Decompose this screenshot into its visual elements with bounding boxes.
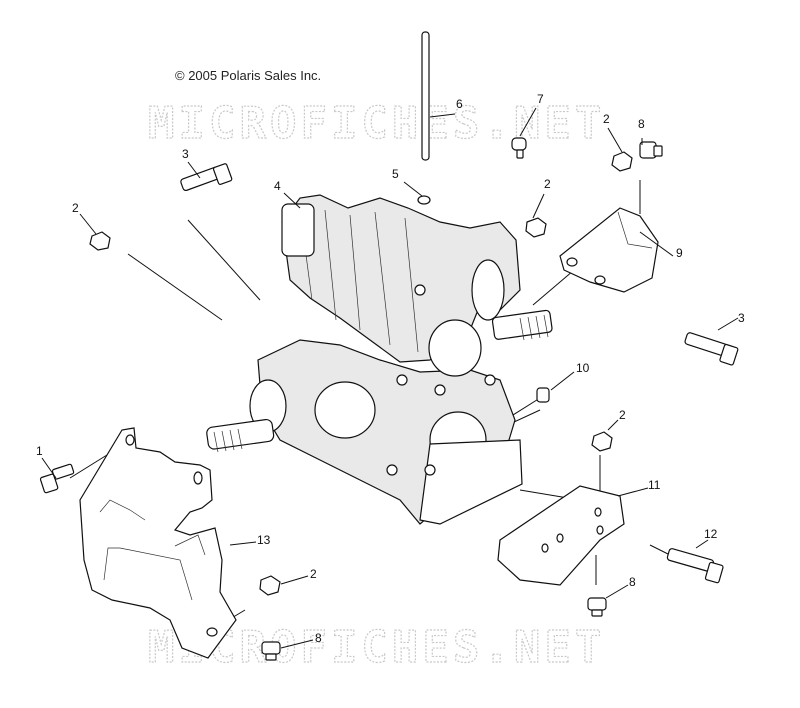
bolt-left	[39, 463, 75, 494]
callout-13: 13	[257, 533, 271, 547]
callout-9: 9	[676, 246, 683, 260]
callout-2-bottom: 2	[310, 567, 317, 581]
callout-3-left: 3	[182, 147, 189, 161]
bolt-lower-right	[666, 548, 724, 584]
callout-6: 6	[456, 97, 463, 111]
callout-2-right: 2	[619, 408, 626, 422]
nut-center	[525, 217, 547, 238]
callout-4: 4	[274, 179, 281, 193]
callout-8-top: 8	[638, 117, 645, 131]
callout-2-top-right: 2	[603, 112, 610, 126]
hose-clamp	[511, 137, 527, 159]
right-upper-bracket	[559, 207, 659, 293]
copyright-notice: © 2005 Polaris Sales Inc.	[175, 68, 322, 83]
nut-right	[591, 431, 613, 452]
leader-lines	[41, 107, 739, 649]
callout-8-right: 8	[629, 575, 636, 589]
clip	[417, 195, 431, 205]
callout-1: 1	[36, 444, 43, 458]
bolt-right	[684, 332, 739, 366]
screw-upper-right	[639, 141, 663, 159]
nut-upper-left	[89, 231, 111, 251]
callout-3-right: 3	[738, 311, 745, 325]
callout-12: 12	[704, 527, 718, 541]
callout-2-left: 2	[72, 201, 79, 215]
right-lower-bracket	[497, 485, 625, 586]
transmission-assembly	[206, 194, 553, 525]
left-mount-bracket	[79, 427, 237, 659]
callout-10: 10	[576, 361, 590, 375]
screw-lower-right	[587, 597, 607, 617]
nut-lower-left	[259, 575, 281, 596]
callout-8-bottom: 8	[315, 631, 322, 645]
bolt-upper-left	[180, 163, 233, 192]
callout-5: 5	[392, 167, 399, 181]
callout-labels: 6 7 8 2 9 5 2 4 3 2 3 10 2 11 12 1 13 2 …	[36, 92, 745, 645]
nut-upper-right	[611, 151, 633, 172]
callout-7: 7	[537, 92, 544, 106]
callout-11: 11	[648, 478, 661, 492]
dipstick-rod	[421, 31, 430, 161]
screw-bottom	[261, 641, 281, 661]
spacer	[536, 387, 550, 403]
callout-2-center: 2	[544, 177, 551, 191]
